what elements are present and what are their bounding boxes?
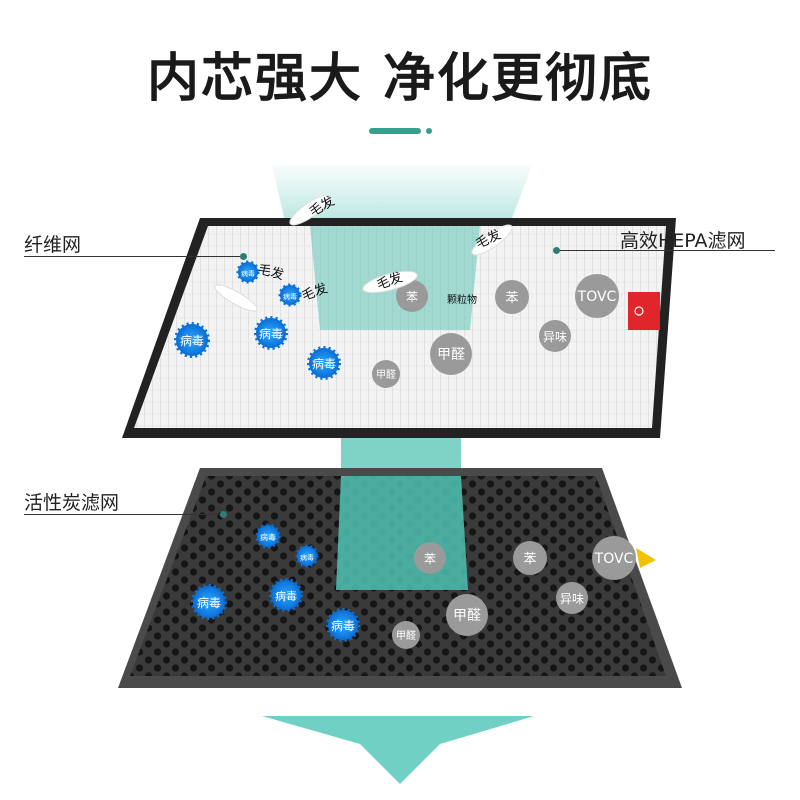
carbon-left-line [24,514,224,515]
hepa-particle-label: 颗粒物 [447,293,477,306]
carbon-gray-label: 甲醛 [396,629,416,642]
hepa-gray-label: 异味 [543,330,567,344]
carbon-virus-label: 病毒 [260,532,276,542]
hepa-gray-label: TOVC [577,289,617,305]
carbon-gray-bubbles [392,536,636,649]
tovc-yellow-tag [636,548,656,568]
hepa-gray-label: 甲醛 [437,347,465,363]
airflow-beam-carbon [336,476,468,590]
carbon-left-label: 活性炭滤网 [24,492,120,514]
hepa-right-label: 高效HEPA滤网 [620,230,746,252]
hepa-virus-label: 病毒 [241,269,255,278]
carbon-virus-label: 病毒 [300,553,314,562]
hepa-gray-bubbles [372,274,619,388]
carbon-gray-label: 苯 [424,552,436,566]
hepa-virus-group [174,260,341,380]
hepa-gray-label: 苯 [406,290,418,304]
carbon-left-dot [220,511,227,518]
carbon-gray-label: 甲醛 [453,608,481,624]
carbon-virus-label: 病毒 [331,618,355,633]
hepa-virus-label: 病毒 [312,356,336,371]
carbon-virus-label: 病毒 [197,595,221,610]
feather-icons [214,194,513,312]
hepa-right-line [557,250,775,251]
hepa-gray-label: 甲醛 [376,368,396,381]
airflow-arrow-down [262,716,534,784]
hepa-gray-label: 苯 [505,291,518,306]
hepa-hair-label: 毛发 [256,261,285,283]
hepa-left-dot [240,253,247,260]
carbon-virus-group [191,523,360,642]
carbon-virus-label: 病毒 [275,589,297,603]
hepa-right-dot [553,247,560,254]
carbon-gray-label: 异味 [560,592,584,606]
hepa-left-line [24,256,244,257]
hepa-virus-label: 病毒 [180,333,204,348]
carbon-gray-label: 苯 [523,552,536,567]
hepa-filter-tag [628,292,660,330]
hepa-left-label: 纤维网 [24,234,82,256]
carbon-gray-label: TOVC [594,551,634,567]
page-title: 内芯强大 净化更彻底 [146,49,654,109]
hepa-virus-label: 病毒 [259,326,283,341]
title-dot [426,128,432,134]
title-underline [369,128,421,134]
hepa-virus-label: 病毒 [283,292,297,301]
